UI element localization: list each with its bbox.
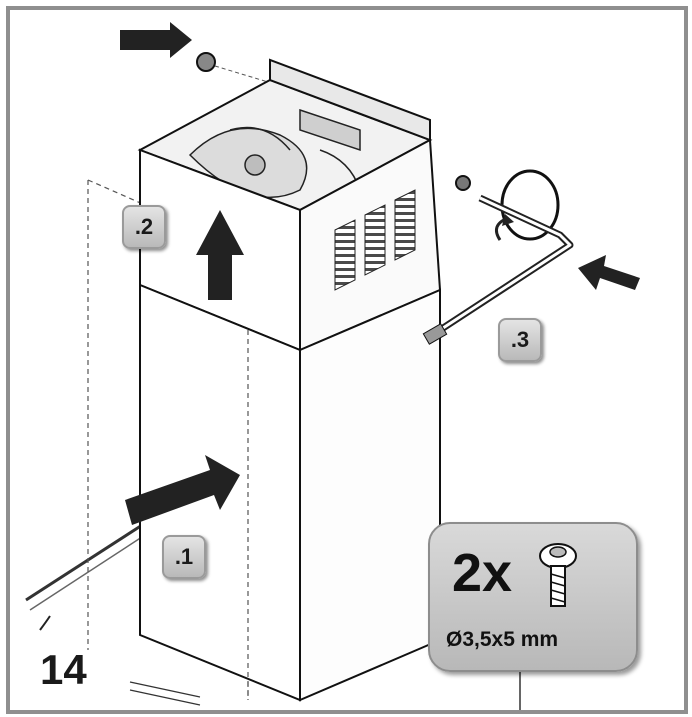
- screw-icon: [196, 52, 216, 72]
- clamp-icon: [422, 169, 574, 345]
- callout-step-2: .2: [122, 205, 166, 249]
- floor-edge: [129, 681, 201, 706]
- cable-icon: [39, 615, 51, 631]
- vent-slots: [334, 189, 416, 291]
- screw-icon: [539, 543, 577, 607]
- arrow-icon: [578, 255, 640, 290]
- guide-line: [214, 65, 269, 83]
- motor-unit: [188, 108, 361, 198]
- floor-edge: [29, 534, 146, 611]
- back-plate: [269, 58, 431, 142]
- screw-requirement-box: 2x Ø3,5x5 mm: [428, 522, 638, 672]
- screw-quantity: 2x: [452, 543, 513, 603]
- screw-size-label: Ø3,5x5 mm: [446, 628, 559, 651]
- step-number: 14: [40, 646, 87, 693]
- arrow-icon: [125, 455, 240, 525]
- arrow-icon: [120, 22, 192, 58]
- callout-step-3: .3: [498, 318, 542, 362]
- lower-side-face: [299, 288, 441, 702]
- arrow-icon: [196, 210, 244, 300]
- callout-step-1: .1: [162, 535, 206, 579]
